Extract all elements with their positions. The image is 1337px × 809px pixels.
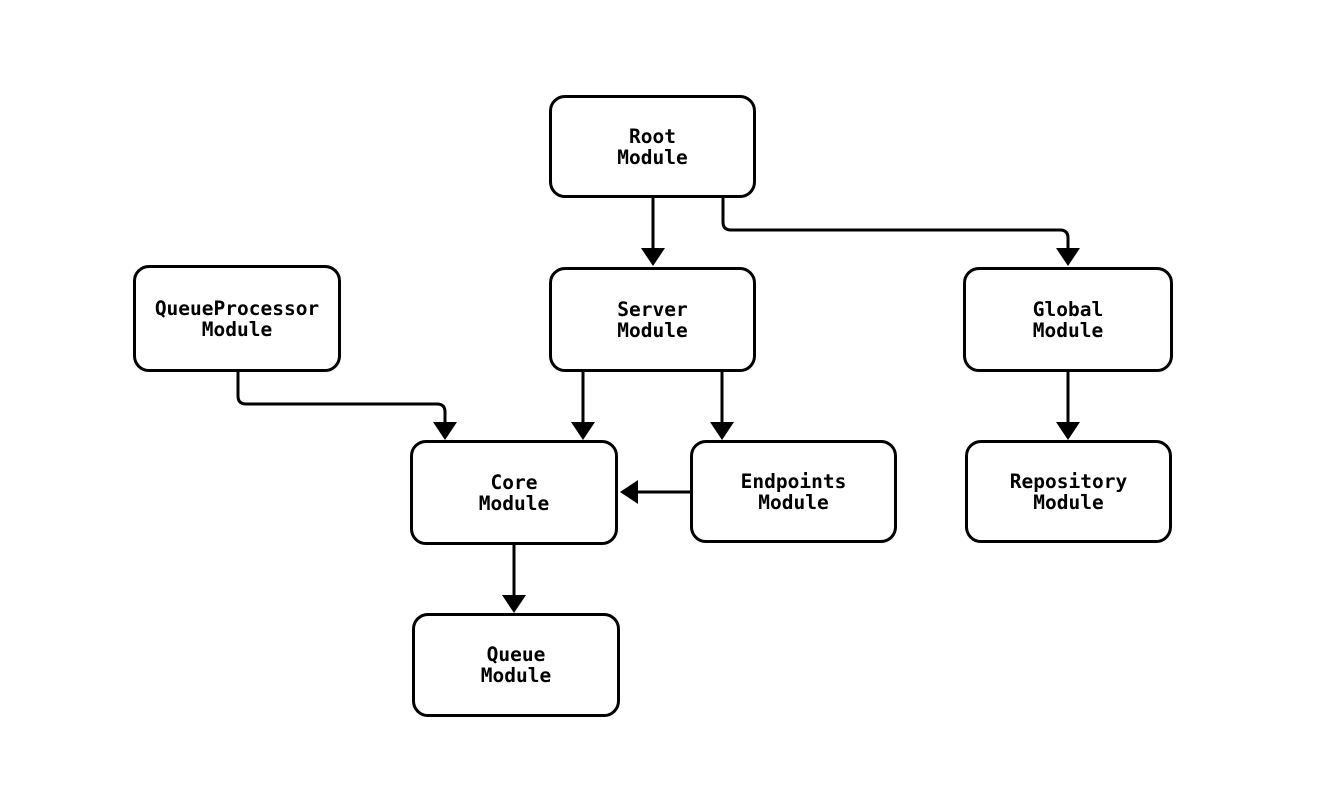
node-label-line2: Module: [480, 664, 552, 687]
node-label-line1: Repository: [1009, 469, 1128, 493]
node-global-module: Global Module: [963, 267, 1173, 372]
arrowhead-icon: [502, 595, 526, 613]
edge-queueprocessor-to-core: [236, 372, 457, 440]
arrowhead-icon: [620, 480, 638, 504]
node-label-line2: Module: [478, 491, 550, 515]
node-label-line2: Module: [1032, 318, 1104, 342]
node-label-line1: Core: [490, 470, 538, 494]
edge-line: [721, 198, 1070, 250]
node-server-module: Server Module: [549, 267, 756, 372]
edge-server-to-endpoints: [710, 372, 734, 440]
edge-global-to-repository: [1056, 372, 1080, 440]
arrowhead-icon: [710, 422, 734, 440]
arrowhead-icon: [1056, 422, 1080, 440]
edge-endpoints-to-core: [620, 480, 690, 504]
node-label-line2: Module: [758, 490, 829, 514]
node-queueprocessor-module: QueueProcessor Module: [133, 265, 341, 372]
edge-root-to-server: [641, 198, 665, 266]
node-endpoints-module: Endpoints Module: [690, 440, 897, 543]
edge-core-to-queue: [502, 545, 526, 613]
edge-root-to-global: [721, 198, 1080, 266]
node-root-module: Root Module: [549, 95, 756, 198]
node-label-line2: Module: [617, 145, 688, 169]
node-label-line1: Global: [1032, 297, 1104, 321]
arrowhead-icon: [1056, 248, 1080, 266]
node-label-line1: Queue: [486, 643, 546, 666]
arrowhead-icon: [433, 422, 457, 440]
node-label-line1: Server: [617, 297, 688, 321]
node-repository-module: Repository Module: [965, 440, 1172, 543]
edge-server-to-core: [571, 372, 595, 440]
arrowhead-icon: [571, 422, 595, 440]
node-label-line2: Module: [201, 317, 273, 341]
node-label-line1: QueueProcessor: [154, 296, 320, 320]
node-label-line2: Module: [1033, 490, 1104, 514]
node-label-line1: Endpoints: [740, 469, 847, 493]
node-queue-module: Queue Module: [412, 613, 620, 717]
node-label-line1: Root: [629, 124, 676, 148]
edge-line: [236, 372, 447, 424]
node-core-module: Core Module: [410, 440, 618, 545]
arrowhead-icon: [641, 248, 665, 266]
node-label-line2: Module: [617, 318, 688, 342]
